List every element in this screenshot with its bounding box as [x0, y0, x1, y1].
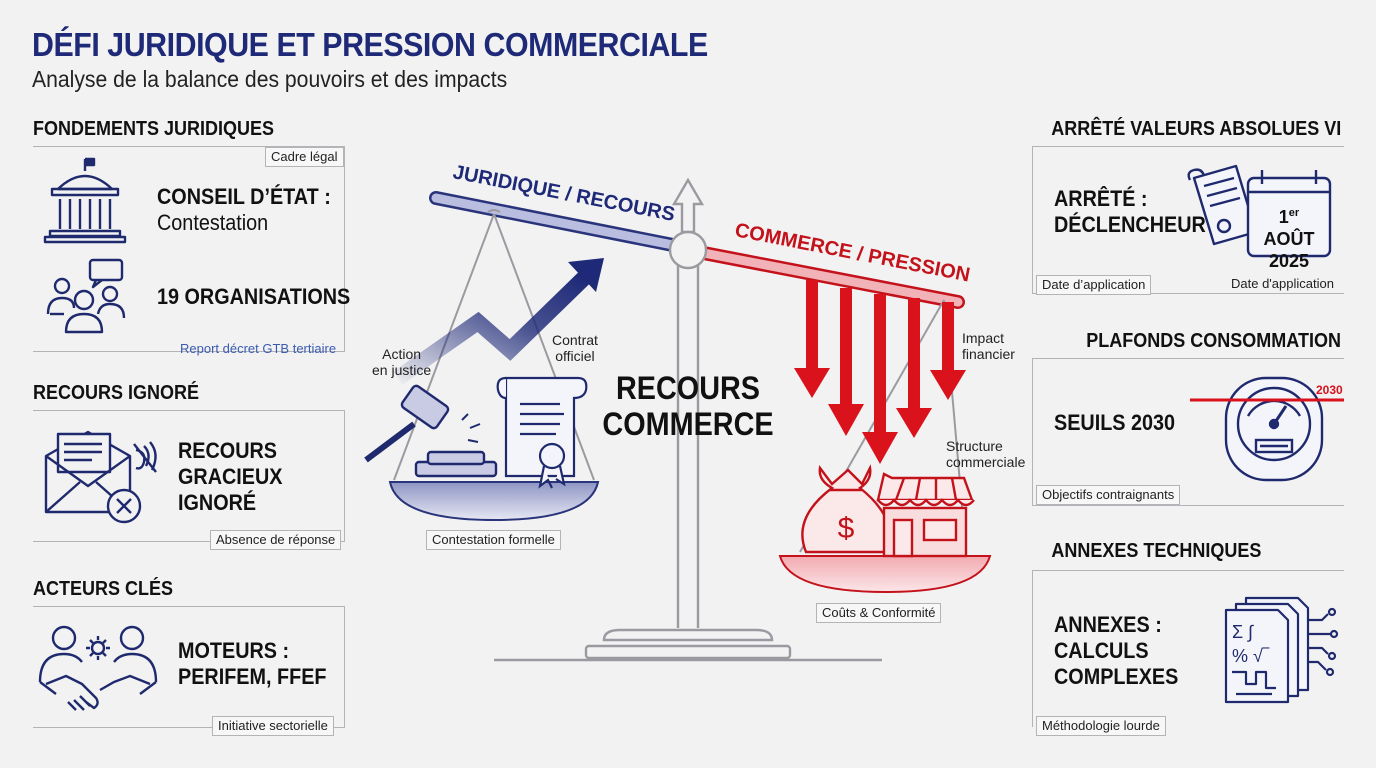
calendar-day: 1: [1278, 207, 1289, 227]
contrat-line-1: Contrat: [552, 332, 598, 348]
conseil-detat-normal: Contestation: [157, 210, 269, 235]
report-decret-link[interactable]: Report décret GTB tertiaire: [180, 341, 337, 356]
annexes-line-1: ANNEXES :: [1054, 612, 1162, 637]
annexes-line-2: CALCULS: [1054, 638, 1149, 663]
absence-reponse-tag: Absence de réponse: [210, 530, 342, 550]
recours-panel: [33, 410, 345, 542]
organisations-text: 19 ORGANISATIONS: [157, 284, 351, 309]
initiative-tag: Initiative sectorielle: [212, 716, 334, 736]
calendar-year: 2025: [1268, 251, 1310, 271]
structure-line-1: Structure: [946, 438, 1003, 454]
money-symbol: $: [838, 512, 855, 545]
annexes-line-3: COMPLEXES: [1054, 664, 1179, 689]
contrat-officiel-note: Contrat officiel: [552, 332, 598, 364]
impact-line-1: Impact: [962, 330, 1005, 346]
impact-line-2: financier: [962, 346, 1015, 362]
arrete-text: ARRÊTÉ : DÉCLENCHEUR: [1054, 186, 1206, 238]
recours-heading: RECOURS IGNORÉ: [33, 382, 200, 404]
annexes-panel: [1032, 570, 1344, 727]
couts-conformite-tag: Coûts & Conformité: [816, 603, 942, 623]
cadre-legal-tag: Cadre légal: [265, 147, 344, 167]
date-application-tag-right: Date d'application: [1226, 275, 1339, 293]
acteurs-panel: [33, 606, 345, 728]
impact-financier-note: Impact financier: [962, 330, 1015, 362]
action-line-2: en justice: [372, 362, 432, 378]
date-application-tag-left: Date d’application: [1036, 275, 1152, 295]
recours-text: RECOURS GRACIEUX IGNORÉ: [178, 438, 283, 516]
arrete-panel: [1032, 146, 1344, 294]
acteurs-heading: ACTEURS CLÉS: [33, 578, 174, 600]
acteurs-line-2: PERIFEM, FFEF: [178, 664, 327, 689]
plafonds-panel: [1032, 358, 1344, 506]
action-justice-note: Action en justice: [372, 346, 431, 378]
energy-meter-icon: 2030: [1190, 376, 1344, 482]
svg-text:% √‾: % √‾: [1232, 646, 1270, 666]
arrete-line-2: DÉCLENCHEUR: [1054, 212, 1206, 237]
recours-line-2: GRACIEUX: [178, 464, 283, 489]
center-label: RECOURS COMMERCE: [600, 370, 776, 442]
objectifs-tag: Objectifs contraignants: [1036, 485, 1181, 505]
plafonds-heading: PLAFONDS CONSOMMATION: [1086, 330, 1341, 352]
page-subtitle: Analyse de la balance des pouvoirs et de…: [32, 66, 508, 92]
svg-text:Σ ∫: Σ ∫: [1232, 622, 1254, 642]
gauge-year: 2030: [1316, 383, 1343, 397]
acteurs-line-1: MOTEURS :: [178, 638, 290, 663]
fondements-panel: [33, 146, 345, 352]
formula-documents-icon: Σ ∫ % √‾: [1224, 596, 1339, 704]
structure-commerciale-note: Structure commerciale: [946, 438, 1025, 470]
calendar-month: AOÛT: [1263, 229, 1315, 249]
recours-line-1: RECOURS: [178, 438, 278, 463]
arrete-heading: ARRÊTÉ VALEURS ABSOLUES VI: [1050, 118, 1341, 140]
structure-line-2: commerciale: [946, 454, 1026, 470]
document-calendar-icon: [1187, 164, 1332, 258]
annexes-heading: ANNEXES TECHNIQUES: [1050, 540, 1261, 562]
envelope-unanswered-icon: [44, 430, 157, 524]
arrete-line-1: ARRÊTÉ :: [1054, 186, 1148, 211]
balance-scale-illustration: $ JURIDIQUE / RECOURS COMMERCE / PRESSIO…: [364, 161, 992, 662]
fondements-heading: FONDEMENTS JURIDIQUES: [33, 118, 275, 140]
contrat-line-2: officiel: [555, 348, 595, 364]
annexes-text: ANNEXES : CALCULS COMPLEXES: [1054, 612, 1178, 690]
group-people-icon: [46, 258, 126, 334]
calendar-day-line: 1er AOÛT: [1252, 202, 1326, 250]
calendar-date: 1er AOÛT 2025: [1252, 202, 1326, 272]
seuils-text: SEUILS 2030: [1054, 410, 1176, 435]
conseil-detat-bold: CONSEIL D’ÉTAT :: [157, 184, 331, 209]
center-line-2: COMMERCE: [602, 406, 774, 442]
center-line-1: RECOURS: [615, 370, 760, 406]
courthouse-icon: [43, 157, 127, 244]
contestation-formelle-tag: Contestation formelle: [426, 530, 561, 550]
recours-line-3: IGNORÉ: [178, 490, 257, 515]
calendar-day-sup: er: [1288, 207, 1300, 219]
page-title: DÉFI JURIDIQUE ET PRESSION COMMERCIALE: [32, 26, 708, 63]
action-line-1: Action: [382, 346, 422, 362]
handshake-people-icon: [38, 625, 158, 711]
acteurs-text: MOTEURS : PERIFEM, FFEF: [178, 638, 327, 690]
methodologie-tag: Méthodologie lourde: [1036, 716, 1166, 736]
